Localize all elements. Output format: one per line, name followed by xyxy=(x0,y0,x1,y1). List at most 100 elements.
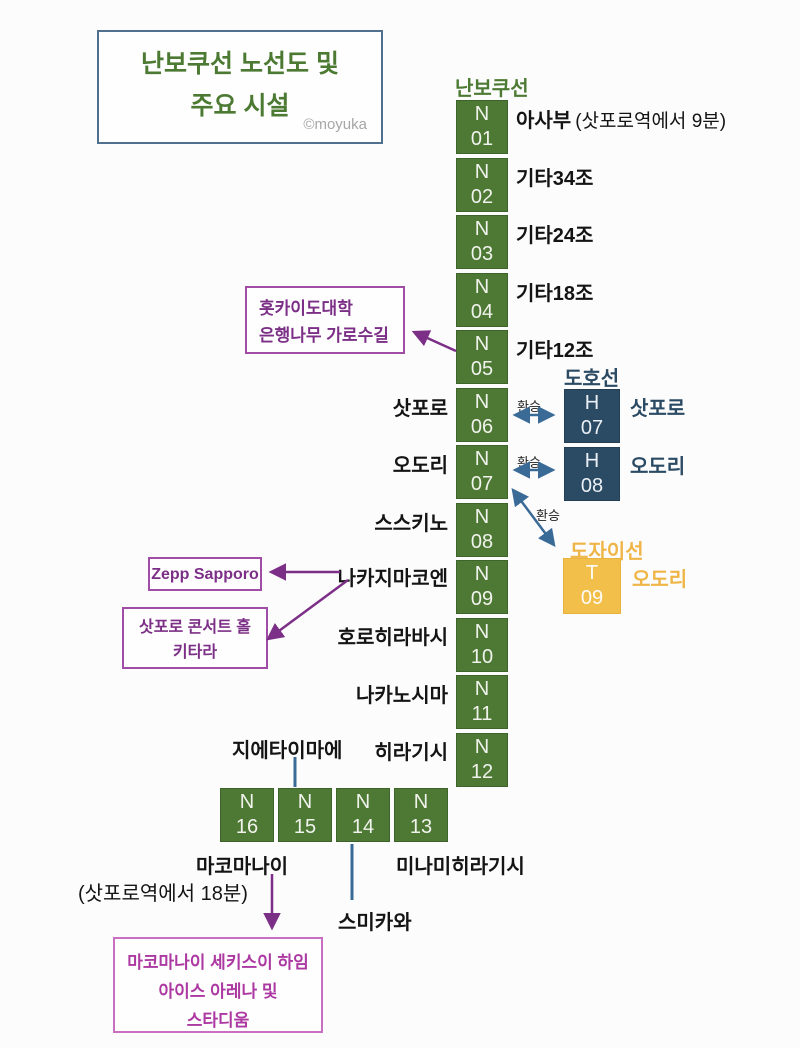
station-box-n11: N 11 xyxy=(456,675,508,729)
station-number: 09 xyxy=(470,588,494,610)
station-number: 16 xyxy=(235,816,259,838)
station-number: 08 xyxy=(580,475,604,497)
annotation-concert-hall-kitara: 삿포로 콘서트 홀 키타라 xyxy=(122,607,268,669)
station-box-n05: N 05 xyxy=(456,330,508,384)
station-letter: N xyxy=(474,161,490,183)
station-label-h08-odori: 오도리 xyxy=(630,456,686,478)
station-letter: N xyxy=(297,791,313,813)
station-box-n04: N 04 xyxy=(456,273,508,327)
station-number: 15 xyxy=(293,816,317,838)
station-label-sumikawa: 스미카와 xyxy=(338,912,412,934)
transfer-label-n07-h08: 환승 xyxy=(517,455,541,470)
station-label-horohirabashi: 호로히라바시 xyxy=(337,627,448,649)
annotation-line: 은행나무 가로수길 xyxy=(259,326,389,345)
annotation-line: Zepp Sapporo xyxy=(151,566,259,583)
annotation-hokkaido-univ-ginkgo: 홋카이도대학 은행나무 가로수길 xyxy=(245,286,405,354)
toho-line-header: 도호선 xyxy=(564,368,620,390)
station-box-n13: N 13 xyxy=(394,788,448,842)
station-box-n14: N 14 xyxy=(336,788,390,842)
station-letter: N xyxy=(474,391,490,413)
station-label-sapporo: 삿포로 xyxy=(392,398,448,420)
station-letter: N xyxy=(474,218,490,240)
station-letter: N xyxy=(474,103,490,125)
station-note-makomanai: (삿포로역에서 18분) xyxy=(78,883,248,905)
station-letter: N xyxy=(474,506,490,528)
station-box-n12: N 12 xyxy=(456,733,508,787)
station-label-kita12jo: 기타12조 xyxy=(516,340,594,362)
station-box-h07: H 07 xyxy=(564,389,620,443)
station-number: 14 xyxy=(351,816,375,838)
station-letter: T xyxy=(585,562,599,584)
annotation-makomanai-ice-arena: 마코마나이 세키스이 하임 아이스 아레나 및 스타디움 xyxy=(113,937,323,1033)
station-box-t09: T 09 xyxy=(563,558,621,614)
station-letter: H xyxy=(584,392,600,414)
station-number: 01 xyxy=(470,128,494,150)
station-number: 05 xyxy=(470,358,494,380)
station-letter: N xyxy=(413,791,429,813)
station-label-nakanoshima: 나카노시마 xyxy=(356,685,448,707)
annotation-line: 키타라 xyxy=(172,644,218,661)
station-label-nakajimakoen: 나카지마코엔 xyxy=(337,568,448,590)
map-title-line2: 주요 시설 xyxy=(190,92,290,120)
station-box-n16: N 16 xyxy=(220,788,274,842)
station-number: 11 xyxy=(471,703,493,725)
map-title-box: 난보쿠선 노선도 및 주요 시설 ©moyuka xyxy=(97,30,383,144)
station-label-makomanai: 마코마나이 xyxy=(196,856,288,878)
station-number: 06 xyxy=(470,416,494,438)
station-number: 09 xyxy=(580,587,604,609)
station-number: 04 xyxy=(470,301,494,323)
transfer-label-n07-t09: 환승 xyxy=(536,508,560,523)
namboku-line-header: 난보쿠선 xyxy=(455,78,529,100)
station-label-h07-sapporo: 삿포로 xyxy=(630,398,686,420)
station-label-kita34jo: 기타34조 xyxy=(516,168,594,190)
station-number: 10 xyxy=(470,646,494,668)
station-label-odori: 오도리 xyxy=(392,455,448,477)
station-label-hiragishi: 히라기시 xyxy=(374,742,448,764)
station-label-t09-odori: 오도리 xyxy=(632,569,688,591)
station-label-jieitaimae: 지에타이마에 xyxy=(232,740,343,762)
station-box-h08: H 08 xyxy=(564,447,620,501)
station-letter: N xyxy=(239,791,255,813)
station-box-n03: N 03 xyxy=(456,215,508,269)
station-box-n09: N 09 xyxy=(456,560,508,614)
station-box-n08: N 08 xyxy=(456,503,508,557)
annotation-zepp-sapporo: Zepp Sapporo xyxy=(148,557,262,591)
station-box-n01: N 01 xyxy=(456,100,508,154)
annotation-line: 마코마나이 세키스이 하임 xyxy=(127,953,309,972)
station-number: 07 xyxy=(470,473,494,495)
station-box-n06: N 06 xyxy=(456,388,508,442)
annotation-line: 홋카이도대학 xyxy=(259,299,353,318)
credit-watermark: ©moyuka xyxy=(303,116,367,133)
station-note: (삿포로역에서 9분) xyxy=(575,111,727,132)
map-title-line1: 난보쿠선 노선도 및 xyxy=(141,50,339,78)
station-letter: N xyxy=(474,333,490,355)
station-number: 08 xyxy=(470,531,494,553)
station-label-kita18jo: 기타18조 xyxy=(516,283,594,305)
transfer-label-n06-h07: 환승 xyxy=(517,399,541,414)
annotation-line: 스타디움 xyxy=(186,1011,250,1030)
arrow-n05-to-ginkgo xyxy=(411,330,457,353)
station-box-n07: N 07 xyxy=(456,445,508,499)
station-letter: H xyxy=(584,450,600,472)
station-letter: N xyxy=(474,448,490,470)
station-label-kita24jo: 기타24조 xyxy=(516,225,594,247)
station-letter: N xyxy=(474,678,490,700)
annotation-line: 삿포로 콘서트 홀 xyxy=(139,619,251,636)
station-number: 07 xyxy=(580,417,604,439)
station-number: 12 xyxy=(470,761,494,783)
station-label-minamihiragishi: 미나미히라기시 xyxy=(396,856,525,878)
station-letter: N xyxy=(474,736,490,758)
station-label-susukino: 스스키노 xyxy=(374,513,448,535)
annotation-line: 아이스 아레나 및 xyxy=(158,982,278,1001)
arrow-nakajimakoen-to-kitara xyxy=(265,578,349,641)
station-letter: N xyxy=(474,563,490,585)
station-name: 아사부 xyxy=(516,110,572,132)
station-label-asabu: 아사부(삿포로역에서 9분) xyxy=(516,104,726,133)
station-letter: N xyxy=(474,621,490,643)
station-number: 13 xyxy=(409,816,433,838)
station-number: 03 xyxy=(470,243,494,265)
tozai-line-header: 도자이선 xyxy=(570,541,644,563)
station-box-n10: N 10 xyxy=(456,618,508,672)
station-letter: N xyxy=(355,791,371,813)
